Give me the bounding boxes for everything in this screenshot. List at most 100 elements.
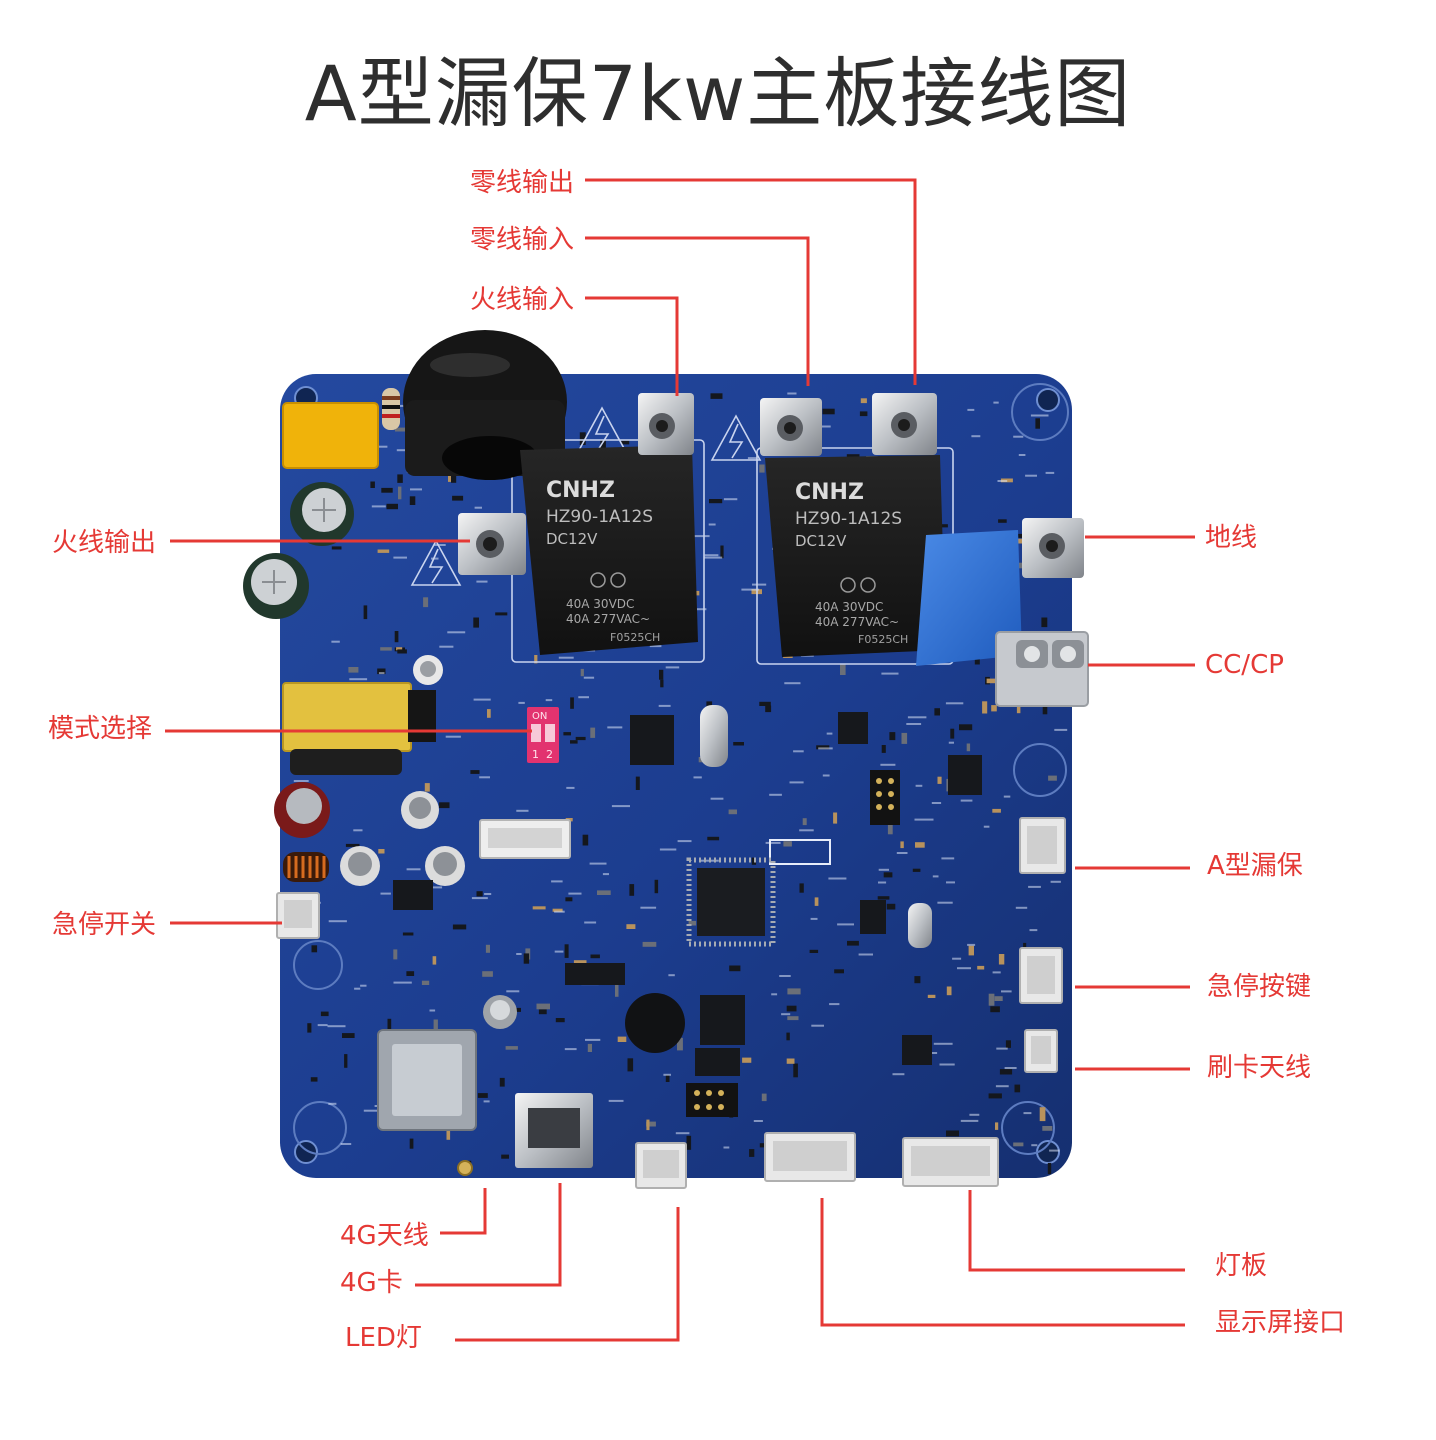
smd-component	[834, 969, 844, 974]
silkscreen-mark	[941, 857, 955, 860]
type-a-rcd-connector	[1019, 817, 1066, 874]
silkscreen-mark	[693, 776, 702, 779]
silkscreen-mark	[704, 554, 719, 557]
leader-lines	[165, 178, 1195, 1342]
silkscreen-ring	[1013, 743, 1067, 797]
card-antenna-connector	[1024, 1029, 1058, 1073]
smd-component	[505, 1046, 518, 1050]
relay-body	[520, 445, 698, 655]
smd-component	[393, 949, 398, 960]
silkscreen-mark	[1028, 885, 1041, 888]
silkscreen-mark	[771, 993, 778, 996]
smd-component	[968, 945, 974, 956]
capacitor-top	[420, 661, 436, 677]
silkscreen-mark	[611, 805, 630, 808]
smd-component	[642, 941, 657, 947]
relay-rating-dc: 40A 30VDC	[566, 597, 634, 611]
silkscreen-mark	[896, 852, 908, 854]
silkscreen-mark	[665, 666, 680, 669]
terminal-screw-hole	[784, 422, 796, 434]
smd-component	[883, 872, 893, 878]
smd-component	[1005, 1040, 1011, 1048]
smd-component	[635, 776, 640, 790]
silkscreen-mark	[997, 480, 1008, 482]
smd-component	[992, 808, 1001, 813]
silkscreen-mark	[353, 829, 363, 832]
smd-component	[564, 944, 569, 958]
smd-component	[733, 742, 744, 746]
silkscreen-mark	[506, 990, 520, 993]
smd-component	[433, 1019, 438, 1032]
smd-component	[660, 679, 664, 688]
smd-component	[615, 984, 619, 997]
smd-component	[310, 1077, 318, 1082]
silkscreen-mark	[693, 535, 710, 538]
header-pin	[718, 1104, 724, 1110]
smd-component	[881, 745, 886, 753]
mode-dip-switch: ON 1 2	[527, 707, 559, 763]
smd-component	[729, 965, 741, 972]
smd-component	[995, 1122, 999, 1130]
silkscreen-mark	[640, 906, 657, 909]
cc-cp-terminal	[995, 631, 1089, 707]
silkscreen-mark	[578, 696, 589, 699]
capacitor-top	[490, 1000, 510, 1020]
electrolytic-capacitor	[290, 482, 354, 546]
center-connector	[479, 819, 571, 859]
smd-component	[387, 1018, 392, 1032]
silkscreen-mark	[585, 1038, 601, 1041]
transformer-core	[282, 682, 412, 752]
label-led: LED灯	[345, 1323, 422, 1353]
silkscreen-mark	[427, 886, 443, 889]
smd-component	[654, 879, 659, 894]
smd-component	[1041, 617, 1048, 628]
silkscreen-mark	[881, 672, 899, 675]
crystal-oscillator	[700, 705, 728, 767]
silkscreen-mark	[558, 656, 574, 659]
smd-component	[363, 605, 368, 620]
inductor-winding	[287, 856, 326, 878]
dip-toggle-2	[545, 724, 555, 742]
silkscreen-mark	[858, 953, 873, 956]
header-pin	[694, 1104, 700, 1110]
relay-code: F0525CH	[858, 633, 908, 646]
silkscreen-mark	[608, 1099, 624, 1102]
silkscreen-mark	[1030, 414, 1049, 417]
silkscreen-mark	[708, 523, 716, 526]
silkscreen-mark	[328, 1102, 337, 1105]
smd-component	[707, 836, 720, 841]
transformer-hole	[442, 436, 538, 480]
silkscreen-mark	[878, 881, 887, 884]
smd-component	[523, 953, 530, 964]
sim-slot-opening	[528, 1108, 580, 1148]
silkscreen-mark	[410, 488, 422, 491]
silkscreen-mark	[1013, 435, 1024, 438]
smd-component	[786, 1005, 797, 1012]
smd-component	[751, 857, 757, 865]
smd-component	[482, 971, 493, 977]
dip-pos-2: 2	[546, 748, 553, 761]
capacitor-vent	[312, 498, 336, 522]
dip-on-label: ON	[532, 711, 547, 722]
electrolytic-capacitor	[243, 553, 309, 619]
leader-line-light-board	[968, 1190, 1185, 1272]
sim-card-slot	[515, 1093, 593, 1168]
smd-component	[423, 597, 429, 608]
smd-component	[452, 495, 464, 501]
lightning-icon	[428, 548, 444, 584]
relay-rating-dc: 40A 30VDC	[815, 600, 883, 614]
smd-component	[847, 940, 859, 946]
smd-component	[580, 668, 584, 677]
label-estop-button: 急停按键	[1207, 972, 1312, 1002]
silkscreen-mark	[983, 825, 990, 828]
connector-slot	[643, 1150, 679, 1178]
smd-component	[986, 678, 996, 684]
smd-component	[1013, 1142, 1024, 1147]
silkscreen-mark	[476, 580, 488, 583]
silkscreen-mark	[960, 799, 973, 802]
connector-slot	[911, 1146, 990, 1176]
wireless-module	[377, 1029, 477, 1131]
page-title: A型漏保7kw主板接线图	[304, 49, 1132, 138]
smd-component	[860, 398, 867, 404]
label-card-antenna: 刷卡天线	[1207, 1053, 1312, 1083]
